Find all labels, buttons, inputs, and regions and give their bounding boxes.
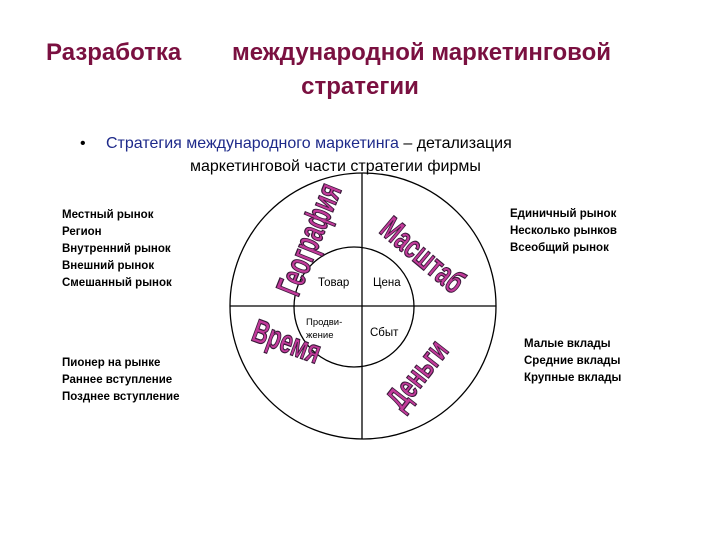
list-item: Пионер на рынке <box>62 357 161 369</box>
list-item: Смешанный рынок <box>62 277 172 289</box>
list-geography: Местный рынок Регион Внутренний рынок Вн… <box>62 207 172 292</box>
list-item: Внешний рынок <box>62 260 155 272</box>
list-item: Крупные вклады <box>524 372 622 384</box>
ring-label-money: Деньги <box>379 333 456 417</box>
bullet-line-1: Стратегия международного маркетинга – де… <box>106 132 666 155</box>
list-scale: Единичный рынок Несколько рынков Всеобщи… <box>510 206 617 257</box>
inner-circle <box>293 246 415 368</box>
list-item: Раннее вступление <box>62 374 173 386</box>
list-item: Местный рынок <box>62 209 154 221</box>
list-item: Средние вклады <box>524 355 621 367</box>
list-item: Всеобщий рынок <box>510 242 609 254</box>
cell-price: Цена <box>373 277 401 289</box>
cell-sales: Сбыт <box>370 327 399 339</box>
list-item: Несколько рынков <box>510 225 617 237</box>
cell-product: Товар <box>318 277 349 289</box>
cell-promotion-line-1: Продви- <box>306 317 342 328</box>
bullet-rest: – детализация <box>398 135 512 152</box>
bullet-marker: • <box>80 135 86 152</box>
list-item: Регион <box>62 226 102 238</box>
title-word-2: международной маркетинговой <box>232 39 612 66</box>
title-word-1: Разработка <box>46 39 182 66</box>
bullet-line-2: маркетинговой части стратегии фирмы <box>190 158 481 175</box>
list-time: Пионер на рынке Раннее вступление Поздне… <box>62 355 180 406</box>
cell-promotion-line-2: жение <box>306 330 333 341</box>
list-item: Внутренний рынок <box>62 243 171 255</box>
list-item: Позднее вступление <box>62 391 180 403</box>
title-line-2: стратегии <box>301 73 419 100</box>
list-item: Малые вклады <box>524 338 611 350</box>
bullet-highlight: Стратегия международного маркетинга <box>106 135 399 152</box>
list-money: Малые вклады Средние вклады Крупные вкла… <box>524 336 621 387</box>
list-item: Единичный рынок <box>510 208 617 220</box>
